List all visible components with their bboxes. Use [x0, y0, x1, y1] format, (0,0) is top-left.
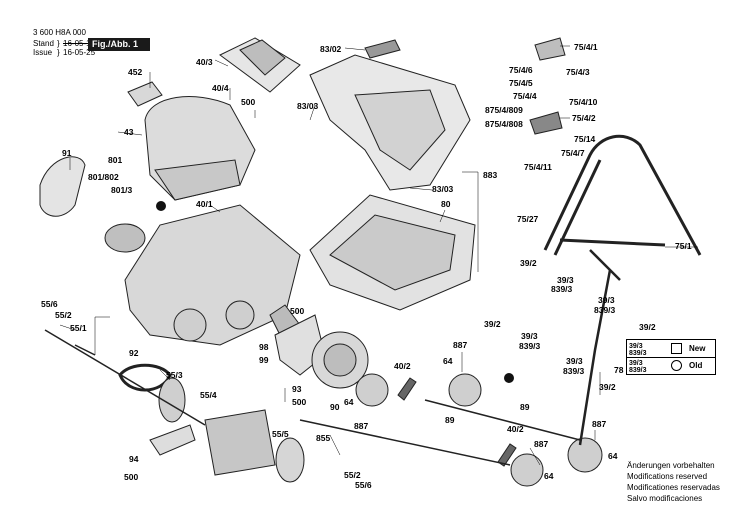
- part-label: 75/4/2: [572, 113, 596, 123]
- part-label: 40/2: [507, 424, 524, 434]
- part-label: 839/3: [519, 341, 541, 351]
- part-label: 839/3: [563, 366, 585, 376]
- issue-brace: }: [57, 48, 60, 57]
- part-label: 75/4/6: [509, 65, 533, 75]
- part-label: 801/3: [111, 185, 133, 195]
- note-line: Änderungen vorbehalten: [627, 461, 715, 470]
- part-label: 80: [441, 199, 451, 209]
- part-label: 55/6: [41, 299, 58, 309]
- part-label: 89: [520, 402, 530, 412]
- part-label: 75/4/1: [574, 42, 598, 52]
- stand-label: Stand: [33, 39, 54, 48]
- issue-date: 16-05-25: [63, 48, 96, 57]
- stand-brace: }: [57, 39, 60, 48]
- legend-text: New: [689, 344, 706, 353]
- part-label: 500: [290, 306, 305, 316]
- part-label: 92: [129, 348, 139, 358]
- part-label: 55/2: [55, 310, 72, 320]
- part-label: 839/3: [594, 305, 616, 315]
- part-label: 39/2: [639, 322, 656, 332]
- legend-text: Old: [689, 361, 703, 370]
- part-label: 64: [443, 356, 453, 366]
- square-icon: [671, 343, 682, 354]
- part-label: 75/14: [574, 134, 596, 144]
- drawing-code: 3 600 H8A 000: [33, 28, 86, 37]
- part-label: 55/5: [272, 429, 289, 439]
- part-label: 500: [241, 97, 256, 107]
- part-label: 55/3: [166, 370, 183, 380]
- part-label: 94: [129, 454, 139, 464]
- part-label: 99: [259, 355, 269, 365]
- part-label: 78: [614, 365, 624, 375]
- part-label: 64: [344, 397, 354, 407]
- part-label: 887: [453, 340, 468, 350]
- part-label: 75/4/11: [524, 162, 552, 172]
- stand-date: 16-05-13: [63, 39, 96, 48]
- part-label: 98: [259, 342, 269, 352]
- modification-notes: Änderungen vorbehalten Modifications res…: [627, 460, 720, 504]
- part-label: 875/4/808: [485, 119, 523, 129]
- part-label: 83/02: [320, 44, 342, 54]
- part-label: 39/2: [484, 319, 501, 329]
- circle-icon: [671, 360, 682, 371]
- part-label: 39/3: [557, 275, 574, 285]
- part-label: 55/4: [200, 390, 217, 400]
- part-label: 40/2: [394, 361, 411, 371]
- part-label: 83/03: [432, 184, 454, 194]
- part-label: 75/1: [675, 241, 692, 251]
- part-label: 75/27: [517, 214, 539, 224]
- part-label: 83/03: [297, 101, 319, 111]
- part-label: 39/2: [599, 382, 616, 392]
- issue-label: Issue: [33, 48, 53, 57]
- part-label: 855: [316, 433, 331, 443]
- part-label: 40/4: [212, 83, 229, 93]
- part-label: 90: [330, 402, 340, 412]
- part-label: 801: [108, 155, 123, 165]
- part-label: 75/4/4: [513, 91, 537, 101]
- part-label: 839/3: [551, 284, 573, 294]
- part-label: 887: [354, 421, 369, 431]
- part-label: 55/1: [70, 323, 87, 333]
- part-label: 75/4/10: [569, 97, 598, 107]
- part-label: 500: [124, 472, 139, 482]
- part-label: 89: [445, 415, 455, 425]
- note-line: Salvo modificaciones: [627, 494, 703, 503]
- figure-badge: Fig./Abb. 1: [88, 38, 150, 51]
- part-label: 39/3: [598, 295, 615, 305]
- part-label: 801/802: [88, 172, 119, 182]
- note-line: Modifications reserved: [627, 472, 708, 481]
- note-line: Modificationes reservadas: [627, 483, 720, 492]
- part-label: 875/4/809: [485, 105, 523, 115]
- part-label: 452: [128, 67, 143, 77]
- part-label: 40/3: [196, 57, 213, 67]
- part-label: 64: [544, 471, 554, 481]
- part-label: 39/3: [521, 331, 538, 341]
- part-label: 75/4/7: [561, 148, 585, 158]
- part-label: 39/2: [520, 258, 537, 268]
- part-label: 887: [534, 439, 549, 449]
- part-label: 55/6: [355, 480, 372, 490]
- part-label: 887: [592, 419, 607, 429]
- part-label: 40/1: [196, 199, 213, 209]
- part-label: 64: [608, 451, 618, 461]
- part-label: 883: [483, 170, 498, 180]
- part-label: 43: [124, 127, 134, 137]
- part-label: 75/4/3: [566, 67, 590, 77]
- part-label: 75/4/5: [509, 78, 533, 88]
- part-label: 500: [292, 397, 307, 407]
- part-label: 91: [62, 148, 72, 158]
- part-label: 93: [292, 384, 302, 394]
- part-label: 39/3: [566, 356, 583, 366]
- part-label: 55/2: [344, 470, 361, 480]
